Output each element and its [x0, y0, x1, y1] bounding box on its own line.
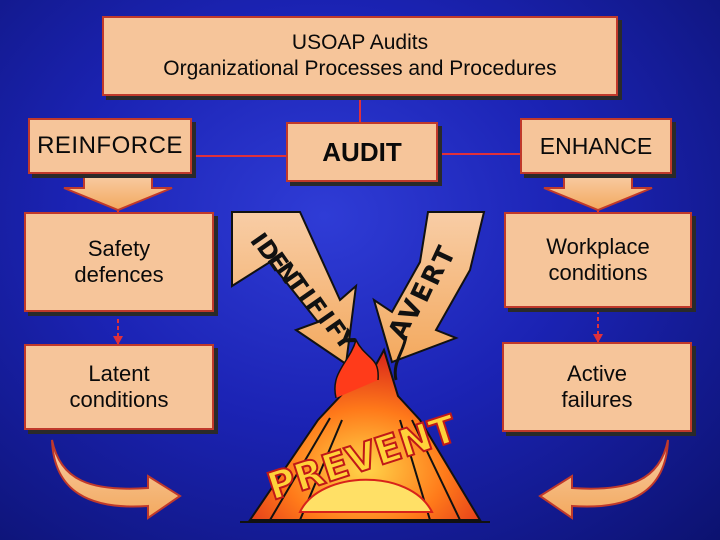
header-title: USOAP Audits: [291, 31, 429, 54]
identify-arrow: [231, 211, 358, 366]
enhance-label: ENHANCE: [539, 132, 653, 159]
fire-illustration: [240, 335, 490, 523]
workplace-conditions-box: Workplace conditions: [504, 212, 692, 308]
audit-label: AUDIT: [322, 136, 402, 167]
audit-box: AUDIT: [286, 122, 438, 182]
enhance-box: ENHANCE: [520, 118, 672, 174]
active-line2: failures: [561, 387, 633, 412]
latent-line2: conditions: [69, 387, 169, 412]
left-curved-arrow: [51, 439, 182, 520]
latent-conditions-box: Latent conditions: [24, 344, 214, 430]
workplace-line2: conditions: [548, 260, 648, 285]
reinforce-label: REINFORCE: [37, 132, 183, 159]
latent-line1: Latent: [88, 361, 150, 386]
enhance-down-arrow: [543, 173, 653, 212]
safety-line1: Safety: [87, 236, 151, 261]
workplace-line1: Workplace: [546, 234, 650, 259]
safety-line2: defences: [74, 262, 164, 287]
safety-defences-box: Safety defences: [24, 212, 214, 312]
active-failures-box: Active failures: [502, 342, 692, 432]
active-line1: Active: [567, 361, 627, 386]
header-box: USOAP Audits Organizational Processes an…: [102, 16, 618, 96]
right-curved-arrow: [538, 439, 669, 520]
avert-arrow: [372, 211, 486, 364]
header-subtitle: Organizational Processes and Procedures: [163, 57, 557, 80]
reinforce-down-arrow: [63, 173, 173, 212]
reinforce-box: REINFORCE: [28, 118, 192, 174]
